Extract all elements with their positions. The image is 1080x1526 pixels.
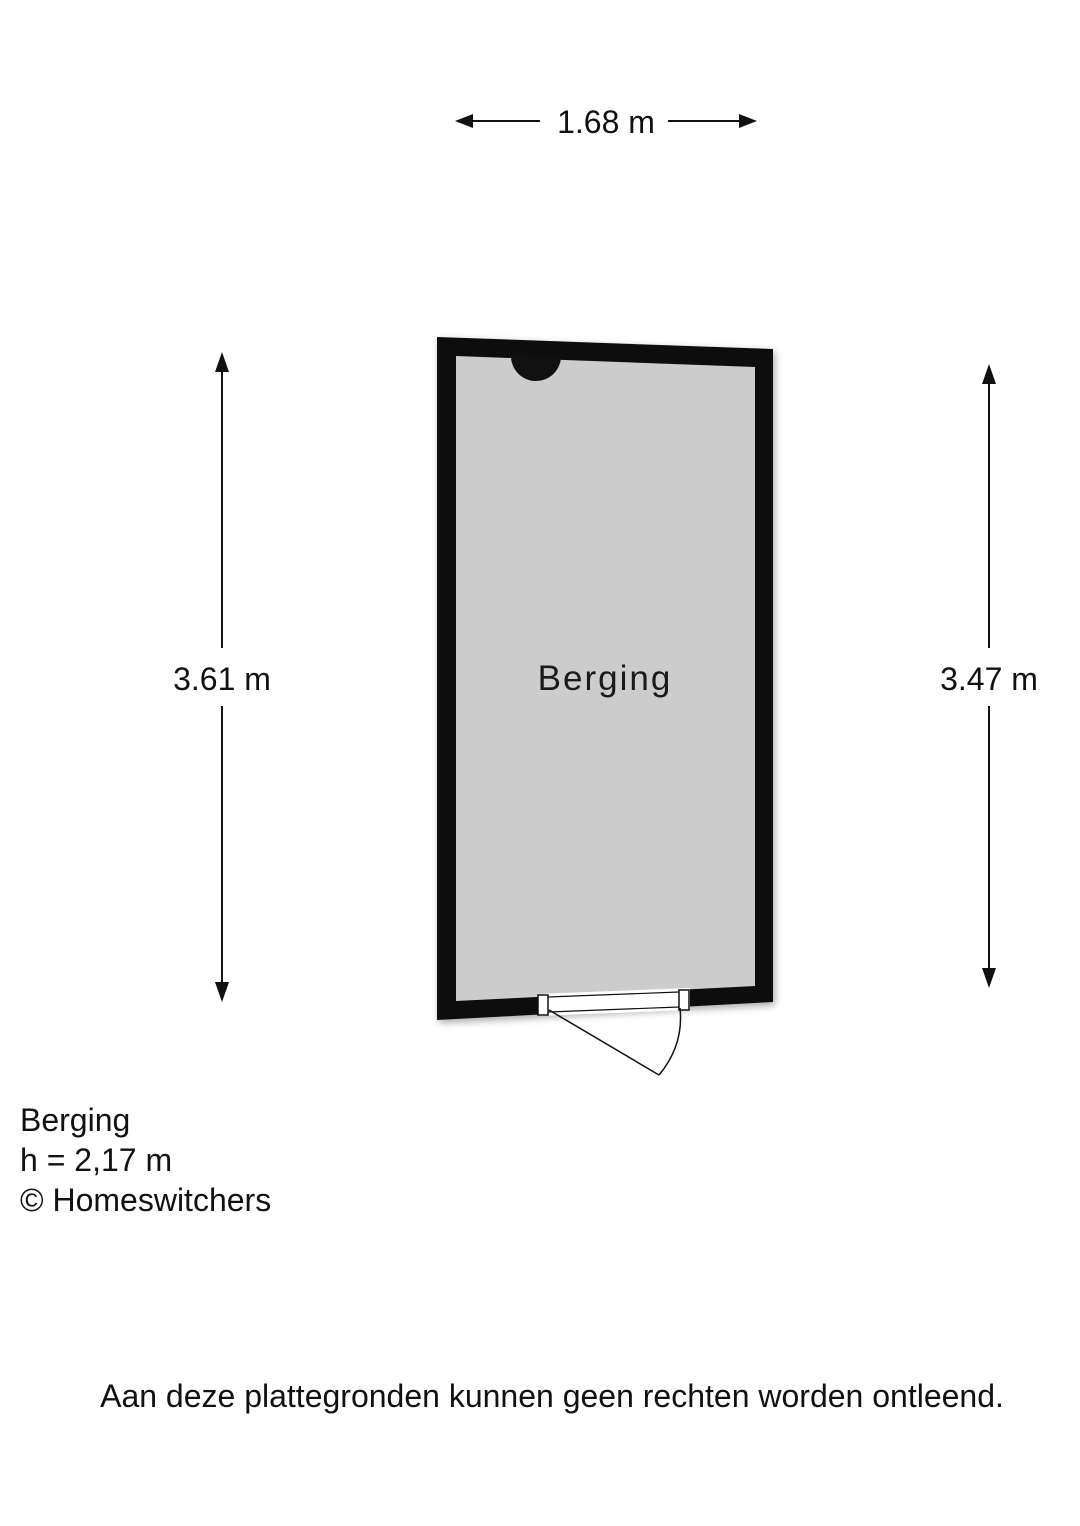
right-dimension-label: 3.47 m xyxy=(940,661,1038,697)
arrow-down-icon xyxy=(982,968,996,988)
door-opening xyxy=(538,988,690,1016)
left-height-dimension: 3.61 m xyxy=(173,352,271,1002)
door-frame-right xyxy=(678,989,690,1011)
arrow-left-icon xyxy=(455,114,473,128)
left-dimension-label: 3.61 m xyxy=(173,661,271,697)
door-threshold-line xyxy=(547,991,680,998)
arrow-up-icon xyxy=(215,352,229,372)
width-dimension-label: 1.68 m xyxy=(557,104,655,140)
door-leaf xyxy=(548,1009,660,1076)
info-copyright: © Homeswitchers xyxy=(20,1182,272,1218)
room-info: Berging h = 2,17 m © Homeswitchers xyxy=(20,1100,271,1220)
arrow-right-icon xyxy=(739,114,757,128)
column-icon xyxy=(510,355,561,382)
door-frame-left xyxy=(537,994,549,1016)
door-threshold-line-2 xyxy=(547,1006,680,1013)
arrow-down-icon xyxy=(215,982,229,1002)
width-dimension: 1.68 m xyxy=(455,104,757,140)
arrow-up-icon xyxy=(982,364,996,384)
room-label: Berging xyxy=(538,659,673,698)
door-swing-arc xyxy=(658,1007,682,1076)
info-room-name: Berging xyxy=(20,1102,131,1138)
room-floor xyxy=(456,356,755,1001)
disclaimer-text: Aan deze plattegronden kunnen geen recht… xyxy=(100,1378,1004,1414)
door xyxy=(537,988,690,1076)
info-ceiling-height: h = 2,17 m xyxy=(20,1142,173,1178)
room-berging xyxy=(437,337,773,1020)
right-height-dimension: 3.47 m xyxy=(940,364,1038,988)
